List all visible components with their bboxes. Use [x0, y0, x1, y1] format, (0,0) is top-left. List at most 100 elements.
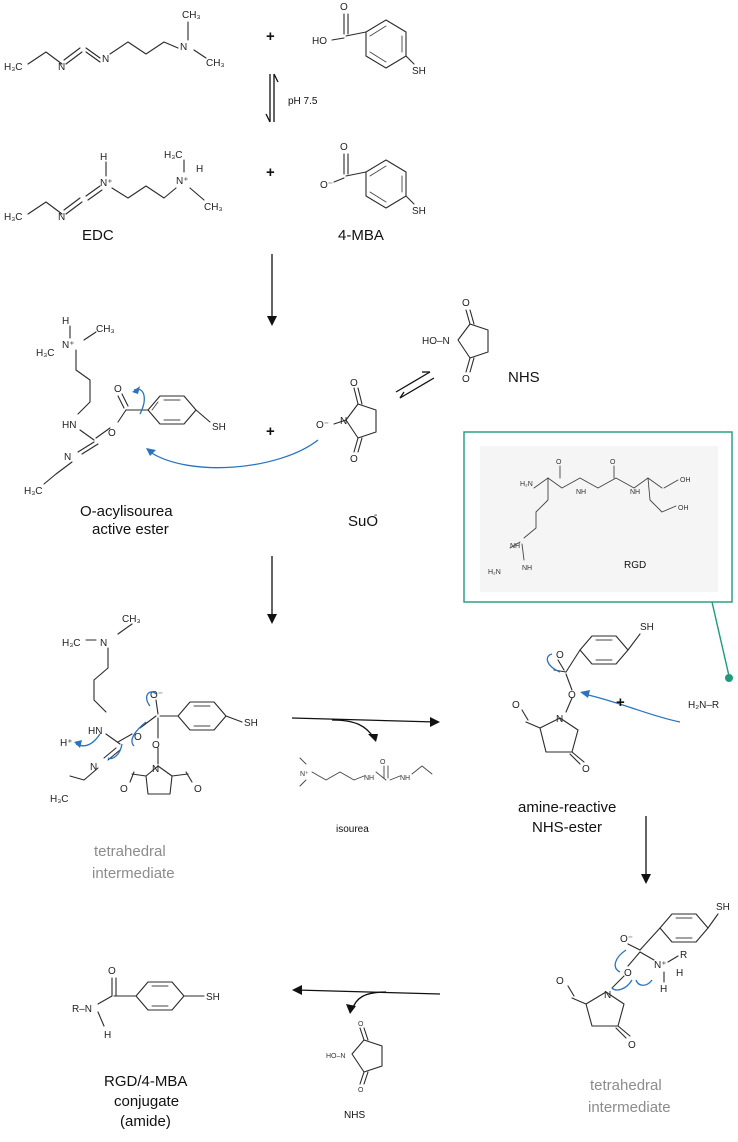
h-label: H	[676, 968, 683, 979]
o-label: O	[556, 976, 564, 987]
oh-label: OH	[678, 505, 689, 512]
ho-label: HO	[312, 36, 327, 47]
h3c-label: H₃C	[4, 212, 23, 223]
nhs-ester-structure: O O N O O SH	[512, 622, 654, 775]
hn-label: HN	[88, 726, 102, 737]
sh-label: SH	[716, 902, 730, 913]
rgd-label: RGD	[624, 560, 646, 571]
n-label: N	[180, 42, 187, 53]
h3c-label: H₃C	[4, 62, 23, 73]
o-label: O	[134, 732, 142, 743]
curly-arrow-tetra2	[614, 949, 627, 973]
tetrahedral-intermediate-1-structure: CH₃ N H₃C HN O O⁻ O N O O N H₃C SH	[50, 614, 258, 805]
nhs-top-structure: O O HO–N	[422, 298, 489, 385]
curly-arrow-head	[146, 448, 156, 456]
o-minus-label: O⁻	[620, 934, 633, 945]
o-label: O	[114, 384, 122, 395]
nh-label: NH	[630, 489, 640, 496]
h-label: H	[104, 1030, 111, 1041]
isourea-label: isourea	[336, 824, 369, 835]
rgd-connector-dot	[725, 674, 733, 682]
o-label: O	[556, 459, 562, 466]
h-plus-label: H⁺	[60, 738, 73, 749]
mba-neutral-structure: O HO SH	[312, 2, 426, 77]
plus-sign: +	[266, 423, 275, 440]
conjugate-label-line1: RGD/4-MBA	[104, 1073, 187, 1090]
o-minus-label: O⁻	[316, 420, 329, 431]
o-label: O	[108, 428, 116, 439]
nh-label: NH	[510, 543, 520, 550]
edc-protonated-structure: H₃C N N⁺ H N⁺ H H₃C CH₃	[4, 150, 223, 223]
sh-label: SH	[212, 422, 226, 433]
nhs-ester-label-line2: NHS-ester	[532, 819, 602, 836]
curly-arrow-tetra2	[635, 979, 653, 986]
o-label: O	[340, 142, 348, 153]
reaction-arrow-down	[267, 556, 277, 624]
sh-label: SH	[244, 718, 258, 729]
n-label: N	[340, 416, 347, 427]
curly-arrow-amine-attack	[583, 693, 681, 723]
o-label: O	[340, 2, 348, 13]
h2n-label: H₂N	[488, 569, 501, 576]
curly-arrow-head	[580, 690, 590, 698]
conjugate-label-line2: conjugate	[114, 1093, 179, 1110]
h3c-label: H₃C	[62, 638, 81, 649]
ch3-label: CH₃	[206, 58, 225, 69]
nhs-bottom-label: NHS	[344, 1110, 365, 1121]
o-label: O	[380, 759, 386, 766]
tetrahedral-intermediate-2-structure: O⁻ O N O O N⁺ R H H SH	[556, 902, 730, 1051]
n-plus-label: N⁺	[100, 178, 113, 189]
ph-condition: pH 7.5	[288, 96, 318, 107]
amine-label: H₂N–R	[688, 700, 719, 711]
isourea-structure: N⁺ NH O NH	[299, 757, 433, 787]
hn-label: HN	[62, 420, 76, 431]
suo-label: SuO -	[348, 510, 378, 530]
nh-label: NH	[522, 565, 532, 572]
r-label: R	[680, 950, 687, 961]
sh-label: SH	[412, 66, 426, 77]
n-label: N	[556, 714, 563, 725]
h-label: H	[62, 316, 69, 327]
h3c-label: H₃C	[164, 150, 183, 161]
o-label: O	[108, 966, 116, 977]
n-label: N	[152, 764, 159, 775]
o-label: O	[512, 700, 520, 711]
curly-arrow-suo-attack	[149, 439, 319, 469]
o-label: O	[610, 459, 616, 466]
r-n-label: R–N	[72, 1004, 92, 1015]
n-label: N	[90, 762, 97, 773]
nh-label: NH	[400, 775, 410, 782]
nhs-bottom-structure: O O HO–N	[326, 1021, 383, 1094]
h-label: H	[660, 984, 667, 995]
reaction-arrow-down	[267, 254, 277, 326]
o-label: O	[120, 784, 128, 795]
n-label: N	[604, 990, 611, 1001]
o-label: O	[568, 690, 576, 701]
h-label: H	[100, 152, 107, 163]
rgd-connector-line	[711, 601, 730, 677]
conjugate-structure: O R–N H SH	[72, 966, 220, 1041]
acylisourea-label-line2: active ester	[92, 521, 169, 538]
h-plus-release: H⁺	[60, 733, 101, 749]
ch3-label: CH₃	[122, 614, 141, 625]
edc-label: EDC	[82, 227, 114, 244]
plus-sign: +	[266, 164, 275, 181]
o-minus-label: O⁻	[150, 690, 163, 701]
reaction-arrow-right	[291, 717, 440, 742]
rgd-box: H₂N O O NH NH OH OH NH H₂N NH RGD	[463, 431, 733, 603]
o-label: O	[624, 968, 632, 979]
tetrahedral-1-label-line2: intermediate	[92, 865, 175, 882]
ch3-label: CH₃	[204, 202, 223, 213]
o-label: O	[152, 740, 160, 751]
o-label: O	[350, 454, 358, 465]
h3c-label: H₃C	[36, 348, 55, 359]
n-plus-label: N⁺	[176, 176, 189, 187]
h2n-label: H₂N	[520, 481, 533, 488]
equilibrium-arrow-nhs	[395, 371, 435, 399]
o-label: O	[462, 374, 470, 385]
curly-arrow-tetra1	[131, 721, 147, 747]
n-label: N	[58, 62, 65, 73]
curly-arrow-tetra1	[146, 691, 157, 707]
suo-anion-structure: O O N O⁻	[316, 378, 377, 465]
o-label: O	[358, 1021, 364, 1028]
